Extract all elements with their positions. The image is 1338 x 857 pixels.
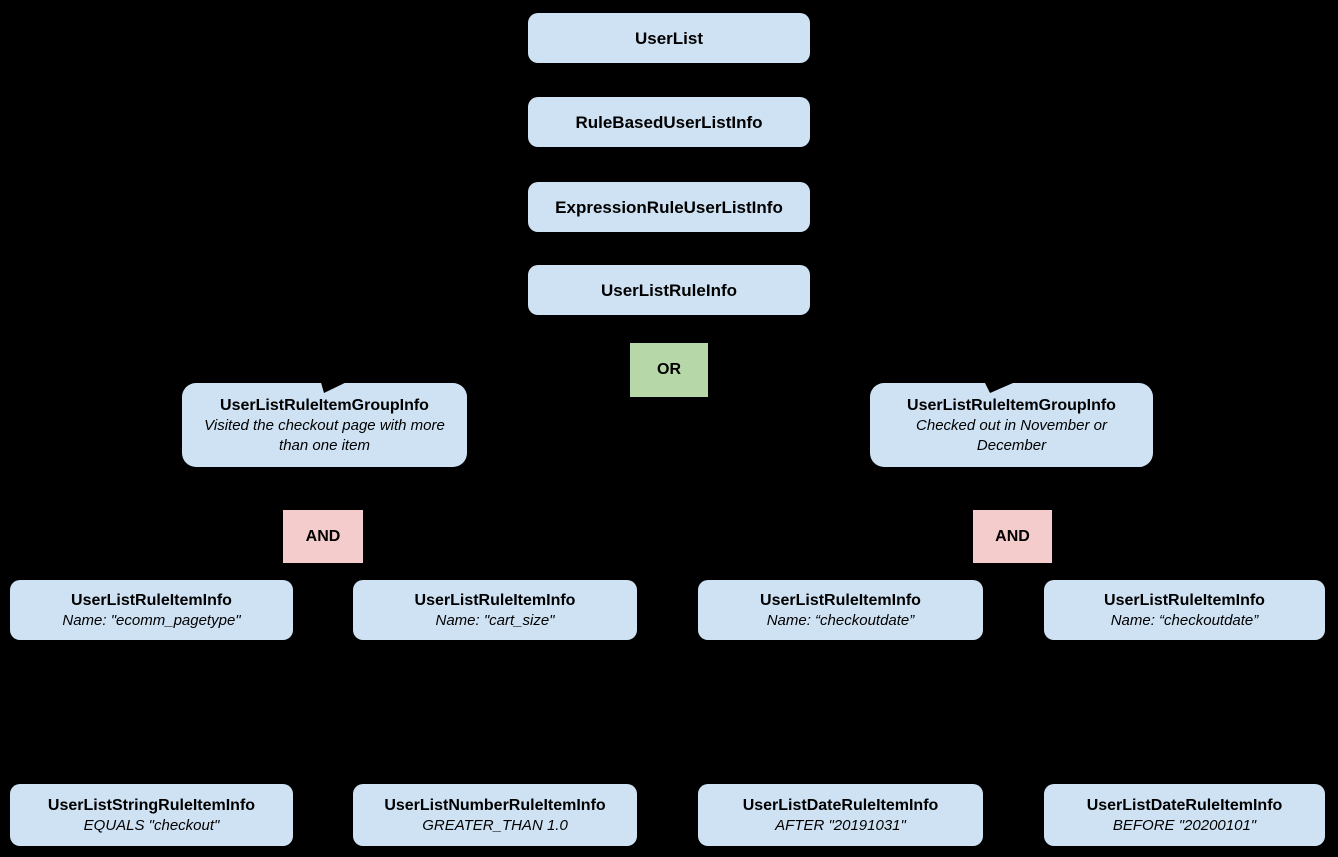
node-subtitle: AFTER "20191031" (775, 816, 906, 834)
node-rule-item-ecomm-pagetype: UserListRuleItemInfo Name: "ecomm_pagety… (10, 580, 293, 640)
node-subtitle: BEFORE "20200101" (1112, 816, 1257, 834)
and-operator-right: AND (973, 510, 1052, 563)
node-label: RuleBasedUserListInfo (575, 112, 763, 132)
node-subtitle: EQUALS "checkout" (83, 816, 220, 834)
node-subtitle: Name: "cart_size" (435, 611, 555, 629)
node-label: UserListRuleItemInfo (760, 591, 921, 609)
node-subtitle: Name: "ecomm_pagetype" (62, 611, 241, 629)
node-description: Checked out in November or December (916, 416, 1107, 454)
node-label: UserListRuleItemGroupInfo (220, 396, 429, 414)
node-rule-item-cart-size: UserListRuleItemInfo Name: "cart_size" (353, 580, 637, 640)
node-rule-item-checkoutdate-before: UserListRuleItemInfo Name: “checkoutdate… (1044, 580, 1325, 640)
node-subtitle: GREATER_THAN 1.0 (422, 816, 568, 834)
node-description: Visited the checkout page with more than… (204, 416, 445, 454)
node-rule-item-group-left: UserListRuleItemGroupInfo Visited the ch… (182, 383, 467, 467)
node-rule-based-userlist-info: RuleBasedUserListInfo (528, 97, 810, 147)
node-label: UserListRuleItemInfo (414, 591, 576, 609)
node-expression-rule-userlist-info: ExpressionRuleUserListInfo (528, 182, 810, 232)
node-label: ExpressionRuleUserListInfo (555, 197, 783, 217)
node-label: UserList (634, 28, 704, 48)
node-label: UserListStringRuleItemInfo (47, 796, 256, 814)
node-label: UserListRuleItemInfo (1104, 591, 1265, 609)
and-operator-left: AND (283, 510, 363, 563)
node-date-rule-item-before: UserListDateRuleItemInfo BEFORE "2020010… (1044, 784, 1325, 846)
node-rule-item-checkoutdate-after: UserListRuleItemInfo Name: “checkoutdate… (698, 580, 983, 640)
or-operator: OR (630, 343, 708, 397)
node-label: UserListRuleItemInfo (71, 591, 232, 609)
node-subtitle: Name: “checkoutdate” (766, 611, 915, 629)
node-userlist: UserList (528, 13, 810, 63)
node-rule-item-group-right: UserListRuleItemGroupInfo Checked out in… (870, 383, 1153, 467)
node-number-rule-item: UserListNumberRuleItemInfo GREATER_THAN … (353, 784, 637, 846)
node-label: UserListRuleInfo (600, 280, 738, 300)
node-subtitle: Name: “checkoutdate” (1110, 611, 1259, 629)
node-label: UserListNumberRuleItemInfo (384, 796, 606, 814)
node-label: UserListDateRuleItemInfo (1086, 796, 1283, 814)
node-userlist-rule-info: UserListRuleInfo (528, 265, 810, 315)
node-label: UserListDateRuleItemInfo (742, 796, 939, 814)
node-label: UserListRuleItemGroupInfo (907, 396, 1116, 414)
node-date-rule-item-after: UserListDateRuleItemInfo AFTER "20191031… (698, 784, 983, 846)
node-string-rule-item: UserListStringRuleItemInfo EQUALS "check… (10, 784, 293, 846)
